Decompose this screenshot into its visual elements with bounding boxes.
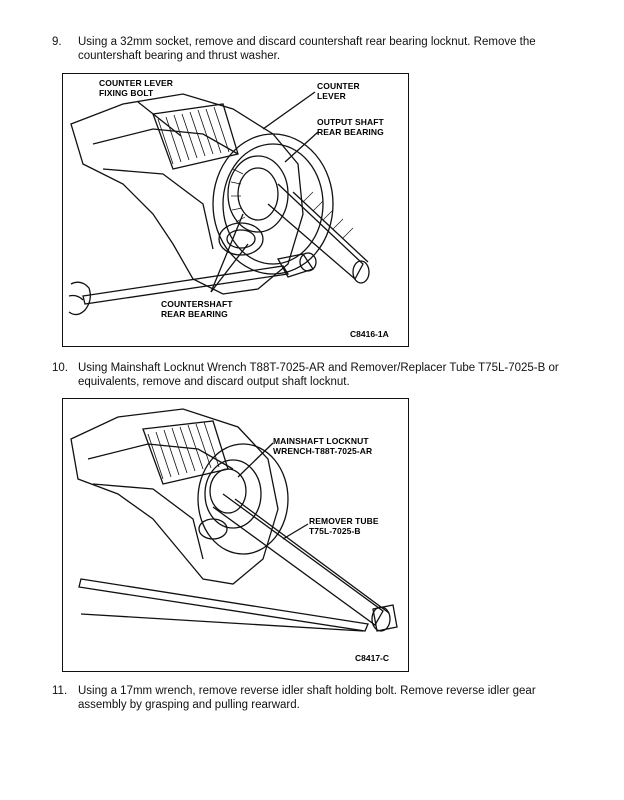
label-remover-tube: REMOVER TUBE T75L-7025-B xyxy=(309,516,379,536)
step-number: 11. xyxy=(52,685,68,697)
step-text: Using a 17mm wrench, remove reverse idle… xyxy=(78,685,536,711)
figure-code: C8416-1A xyxy=(350,329,389,339)
transmission-illustration-1 xyxy=(68,91,370,316)
step-text: Using Mainshaft Locknut Wrench T88T-7025… xyxy=(78,362,559,388)
label-counter-lever: COUNTER LEVER xyxy=(317,81,360,101)
step-9: 9. Using a 32mm socket, remove and disca… xyxy=(52,35,572,63)
label-output-shaft-rear-bearing: OUTPUT SHAFT REAR BEARING xyxy=(317,117,384,137)
step-11: 11. Using a 17mm wrench, remove reverse … xyxy=(52,684,572,712)
transmission-illustration-2 xyxy=(70,408,398,632)
figure-output-shaft-locknut: MAINSHAFT LOCKNUT WRENCH-T88T-7025-AR RE… xyxy=(62,398,409,672)
figure-code: C8417-C xyxy=(355,653,390,663)
step-text: Using a 32mm socket, remove and discard … xyxy=(78,36,536,62)
figure-countershaft-bearing: COUNTER LEVER FIXING BOLT COUNTER LEVER … xyxy=(62,73,409,347)
step-number: 10. xyxy=(52,362,68,374)
label-countershaft-rear-bearing: COUNTERSHAFT REAR BEARING xyxy=(161,299,233,319)
step-10: 10. Using Mainshaft Locknut Wrench T88T-… xyxy=(52,361,572,389)
step-number: 9. xyxy=(52,36,62,48)
label-counter-lever-fixing-bolt: COUNTER LEVER FIXING BOLT xyxy=(99,78,174,98)
label-mainshaft-locknut-wrench: MAINSHAFT LOCKNUT WRENCH-T88T-7025-AR xyxy=(273,436,373,456)
